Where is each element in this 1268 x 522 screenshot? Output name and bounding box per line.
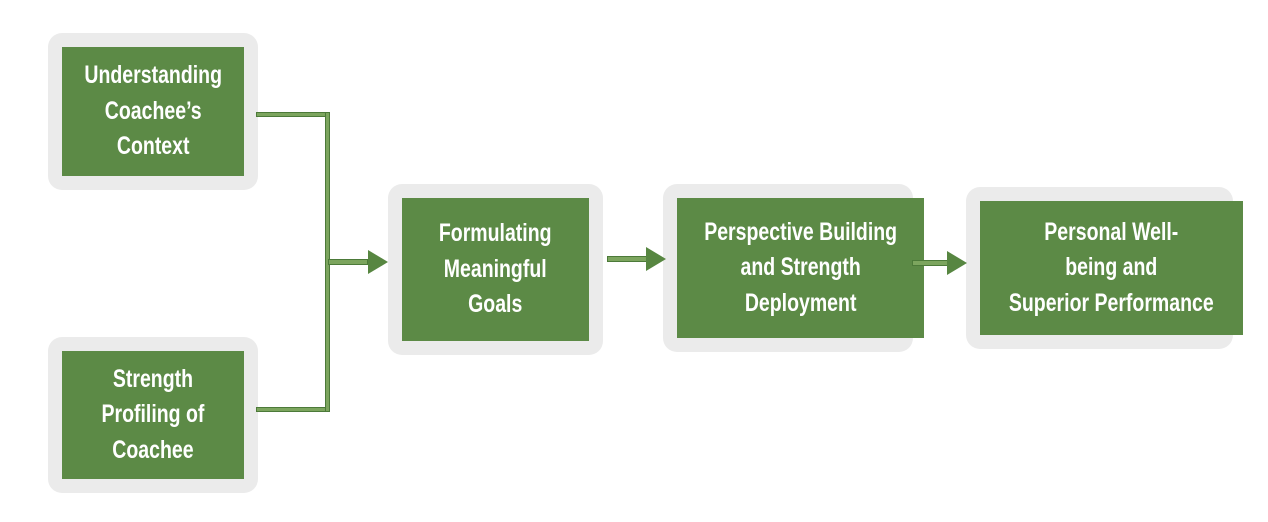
arrow-right-icon — [947, 251, 967, 275]
arrow-stem-goals-to-perspective — [607, 256, 647, 262]
arrow-right-icon — [646, 247, 666, 271]
node-label: Perspective Building and Strength Deploy… — [704, 217, 898, 317]
node-box: Formulating Meaningful Goals — [402, 198, 589, 341]
node-box: Understanding Coachee’s Context — [62, 47, 244, 176]
connector-from-understanding-context — [256, 112, 330, 117]
arrow-right-icon — [368, 250, 388, 274]
node-perspective-building-and-strength-deployment: Perspective Building and Strength Deploy… — [663, 184, 925, 352]
node-understanding-coachees-context: Understanding Coachee’s Context — [48, 33, 258, 190]
node-label: Formulating Meaningful Goals — [439, 219, 552, 319]
arrow-stem-to-formulating-goals — [328, 259, 368, 265]
connector-from-strength-profiling — [256, 407, 330, 412]
node-label: Strength Profiling of Coachee — [101, 364, 205, 464]
node-formulating-meaningful-goals: Formulating Meaningful Goals — [388, 184, 603, 355]
node-box: Personal Well- being and Superior Perfor… — [980, 201, 1243, 335]
node-label: Understanding Coachee’s Context — [84, 61, 222, 161]
node-label: Personal Well- being and Superior Perfor… — [1008, 217, 1214, 317]
node-strength-profiling-of-coachee: Strength Profiling of Coachee — [48, 337, 258, 493]
node-box: Perspective Building and Strength Deploy… — [677, 198, 925, 338]
node-box: Strength Profiling of Coachee — [62, 351, 244, 479]
node-personal-wellbeing-and-superior-performance: Personal Well- being and Superior Perfor… — [966, 187, 1243, 349]
arrow-stem-perspective-to-wellbeing — [912, 260, 948, 266]
